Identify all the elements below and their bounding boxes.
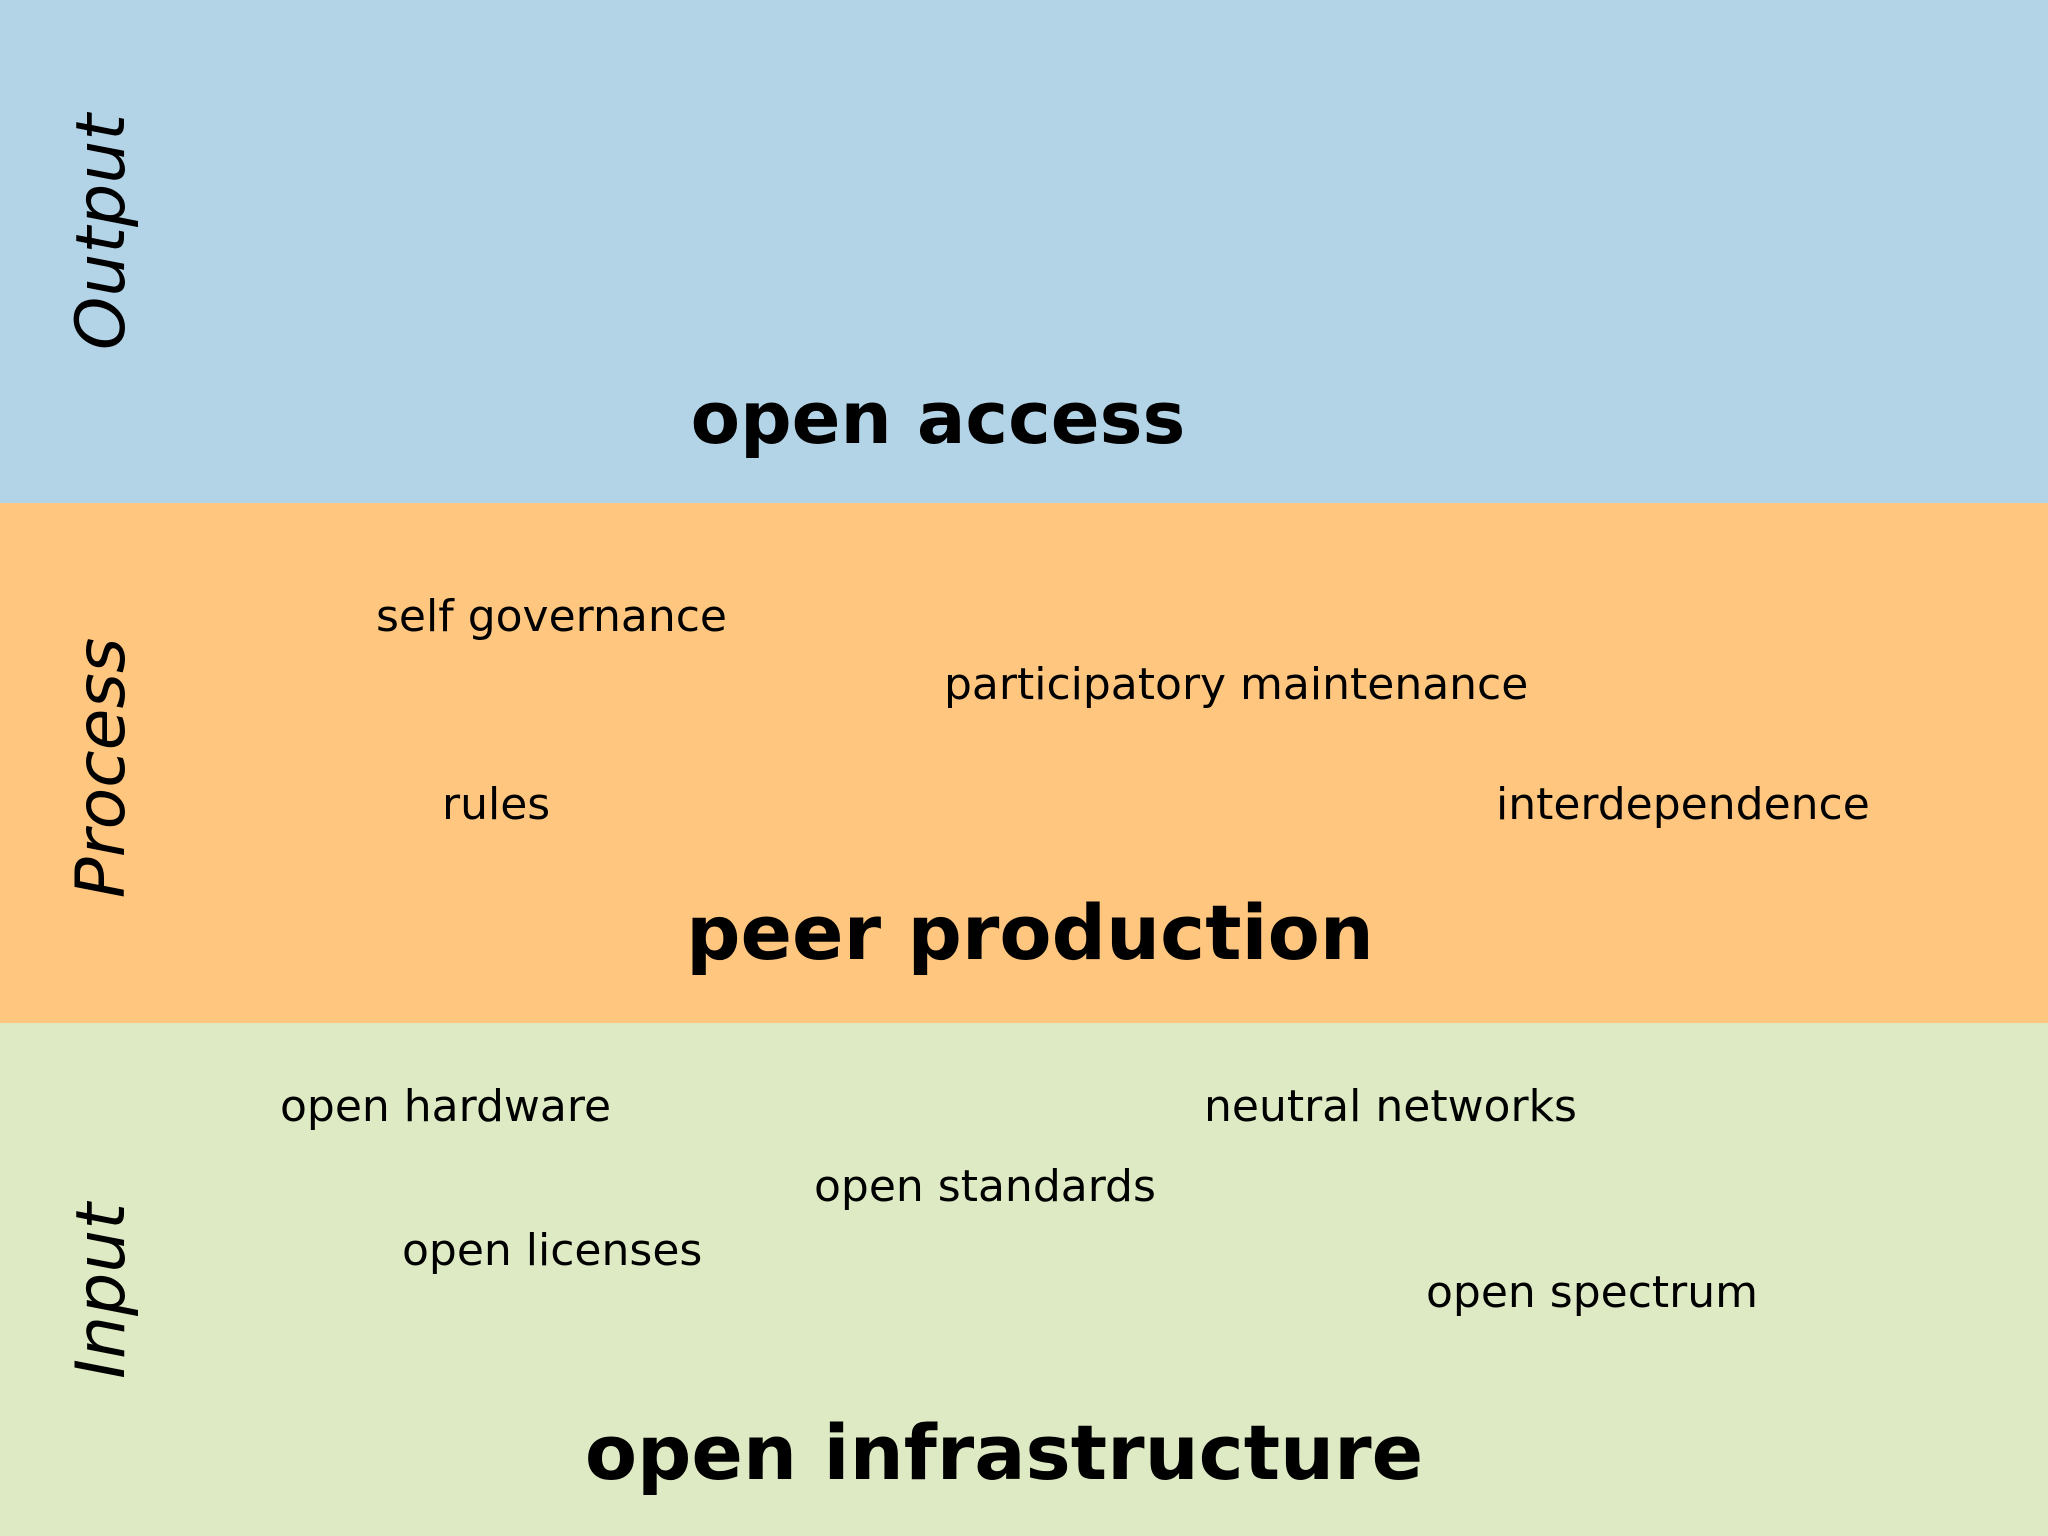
- term-open-spectrum: open spectrum: [1426, 1267, 1758, 1318]
- term-open-standards: open standards: [814, 1161, 1156, 1212]
- term-self-governance: self governance: [376, 591, 727, 642]
- term-open-hardware: open hardware: [280, 1081, 612, 1132]
- output-headline: open access: [690, 376, 1186, 460]
- process-headline: peer production: [686, 888, 1374, 977]
- term-rules: rules: [442, 779, 551, 830]
- output-band: Output open access: [0, 0, 2048, 503]
- term-open-licenses: open licenses: [402, 1225, 703, 1276]
- term-interdependence: interdependence: [1496, 779, 1870, 830]
- output-side-label: Output: [62, 113, 141, 351]
- process-side-label: Process: [62, 637, 141, 899]
- input-band: Input open hardware neutral networks ope…: [0, 1023, 2048, 1536]
- term-neutral-networks: neutral networks: [1204, 1081, 1577, 1132]
- input-side-label: Input: [62, 1202, 141, 1380]
- input-headline: open infrastructure: [584, 1408, 1424, 1497]
- process-band: Process self governance participatory ma…: [0, 503, 2048, 1023]
- term-participatory-maintenance: participatory maintenance: [944, 659, 1529, 710]
